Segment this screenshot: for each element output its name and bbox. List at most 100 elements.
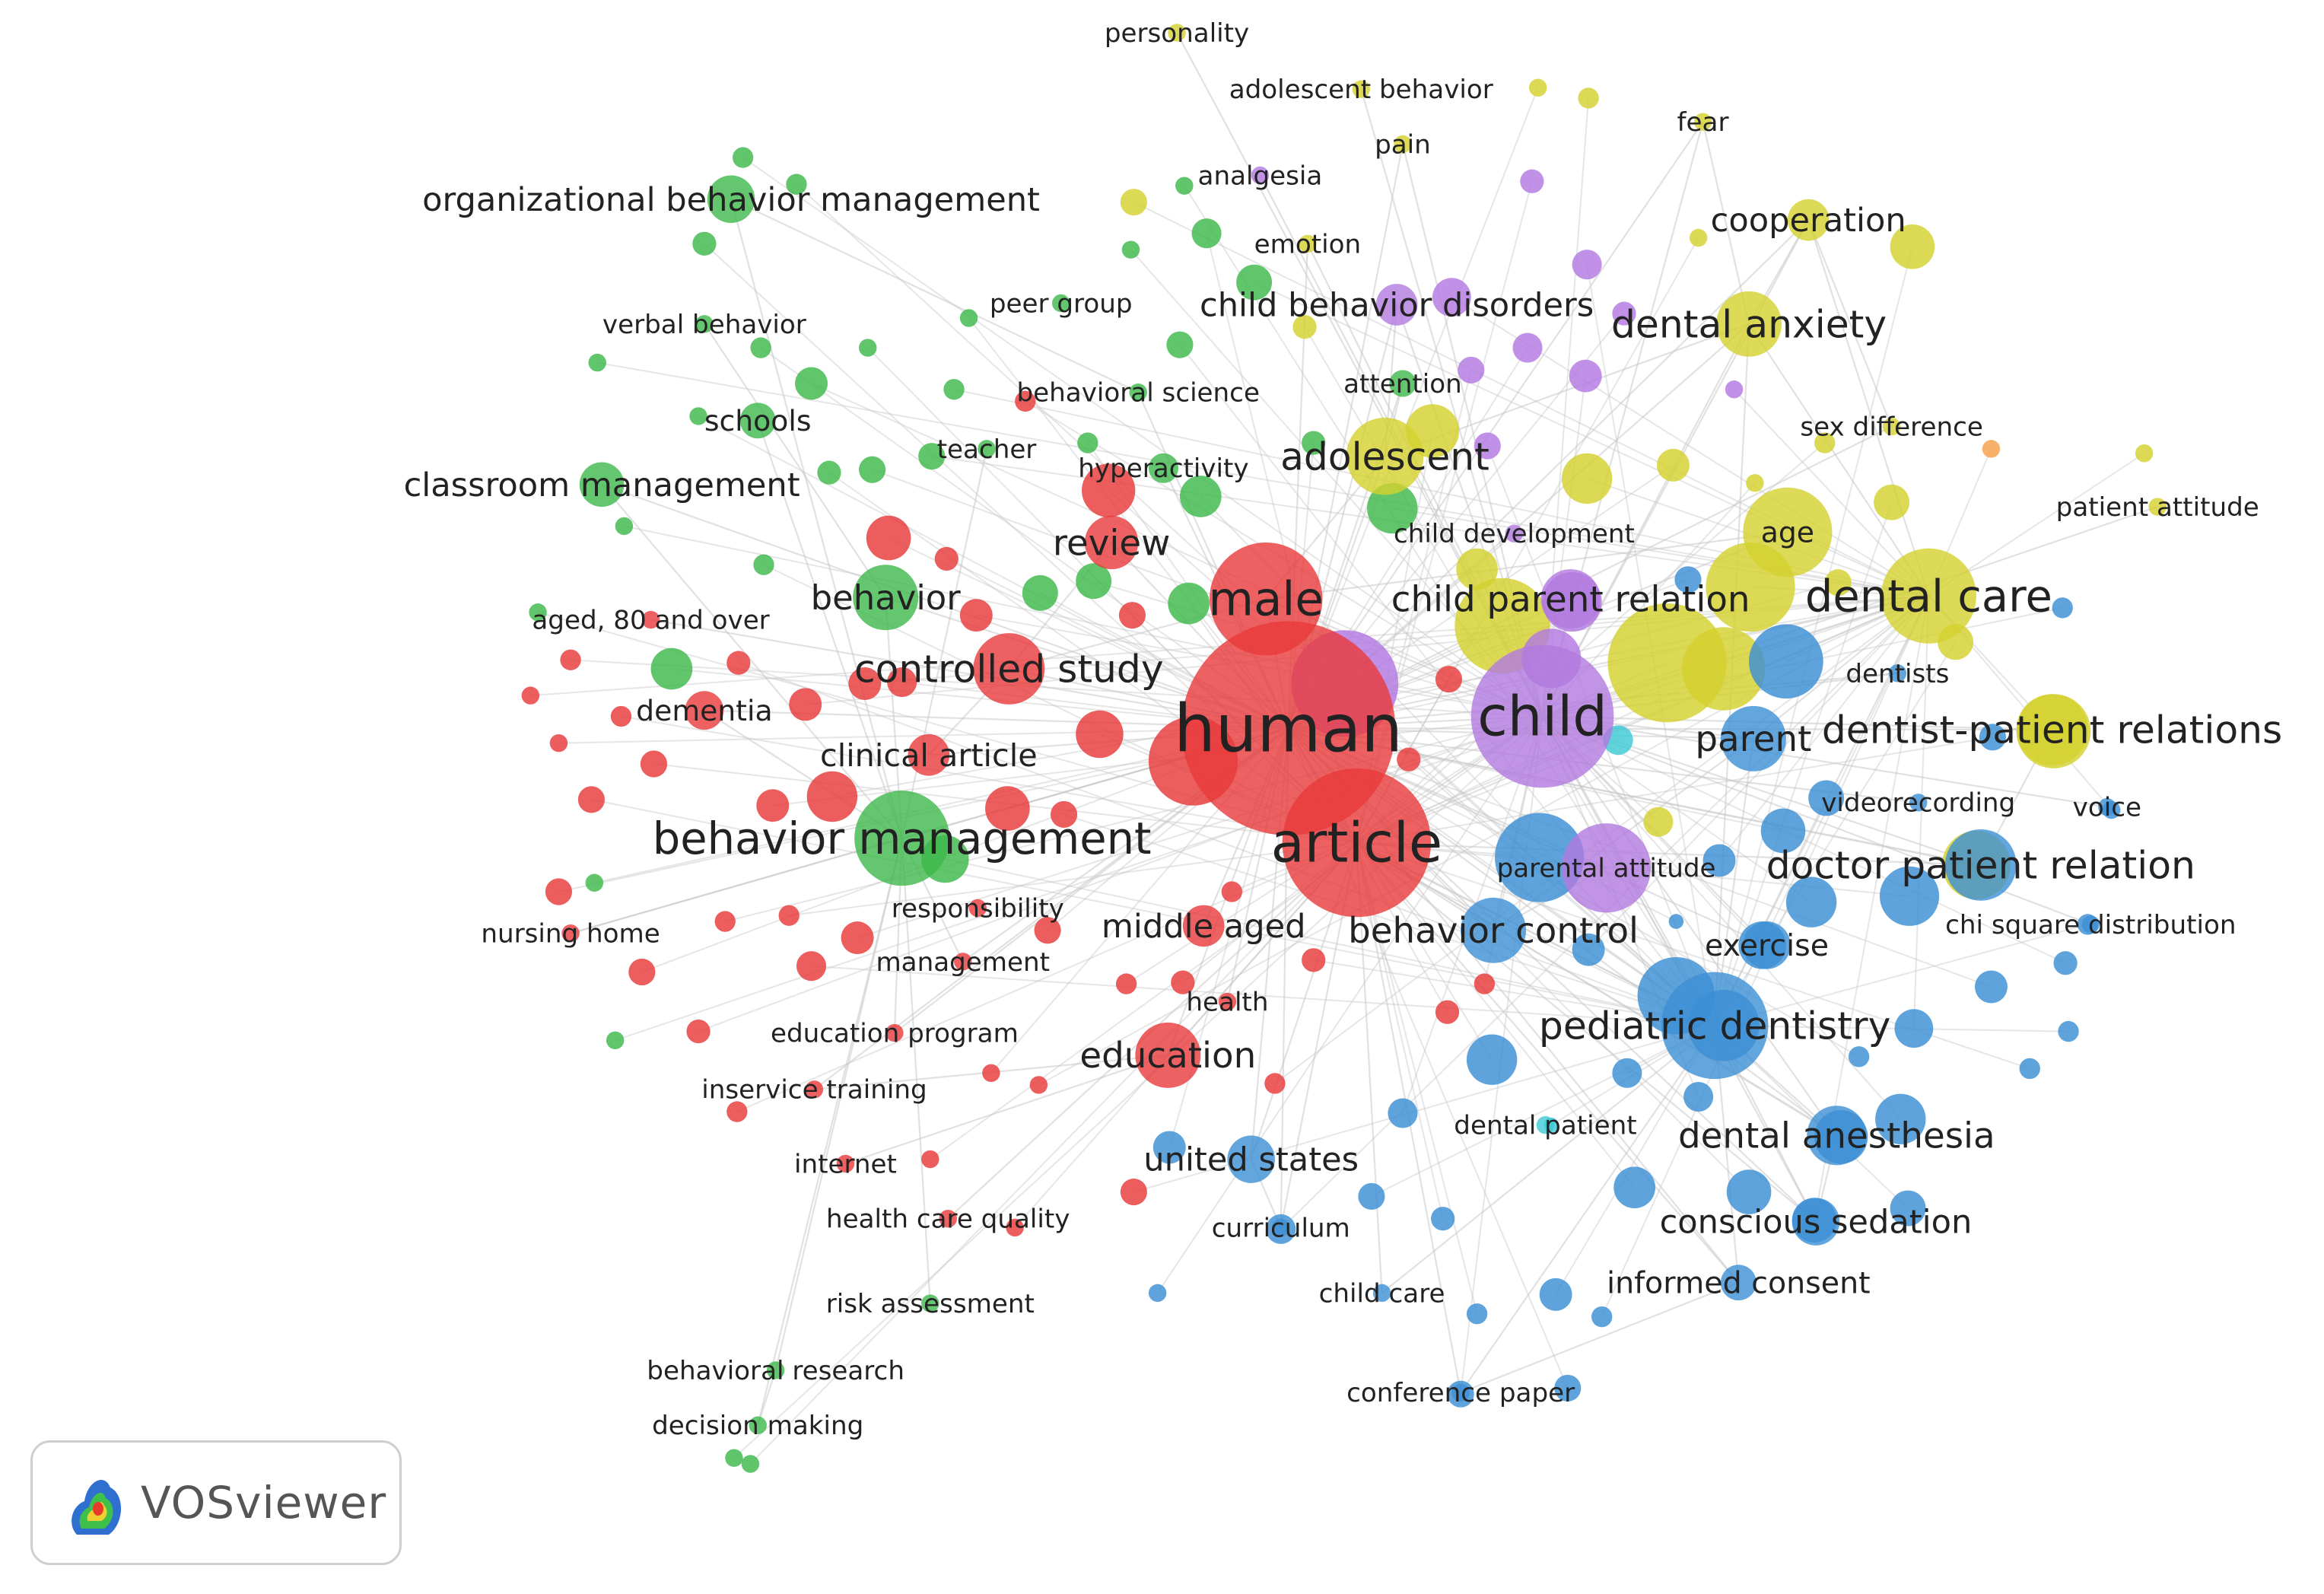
node-verbal-behavior[interactable]	[695, 315, 714, 333]
node-unlabeled-65[interactable]	[1022, 574, 1058, 611]
node-child-behavior-disorders[interactable]	[1375, 284, 1418, 326]
node-unlabeled-43[interactable]	[1051, 800, 1078, 829]
node-unlabeled-72[interactable]	[529, 603, 547, 622]
node-unlabeled-30[interactable]	[549, 733, 568, 752]
node-curriculum[interactable]	[1272, 1218, 1290, 1237]
node-education[interactable]	[1135, 1022, 1201, 1088]
node-health[interactable]	[1218, 992, 1237, 1011]
node-unlabeled-143[interactable]	[1358, 1182, 1385, 1211]
node-unlabeled-106[interactable]	[1569, 359, 1602, 393]
node-unlabeled-51[interactable]	[795, 367, 828, 400]
node-dentists[interactable]	[1888, 664, 1907, 682]
node-unlabeled-66[interactable]	[1076, 563, 1112, 600]
node-unlabeled-50[interactable]	[689, 407, 707, 425]
node-unlabeled-7[interactable]	[640, 750, 668, 778]
node-unlabeled-159[interactable]	[1982, 440, 2001, 458]
node-clinical-article[interactable]	[908, 733, 950, 776]
node-unlabeled-5[interactable]	[985, 786, 1030, 831]
node-schools[interactable]	[739, 402, 776, 439]
node-unlabeled-21[interactable]	[1474, 973, 1496, 994]
node-unlabeled-115[interactable]	[1674, 566, 1702, 593]
node-aged-80-and-over[interactable]	[641, 610, 660, 629]
node-unlabeled-99[interactable]	[2135, 444, 2154, 463]
node-unlabeled-67[interactable]	[1168, 582, 1210, 625]
node-unlabeled-69[interactable]	[1367, 482, 1418, 534]
node-unlabeled-55[interactable]	[959, 309, 978, 327]
node-unlabeled-127[interactable]	[2019, 1058, 2040, 1080]
node-dental-patient[interactable]	[1536, 1115, 1555, 1134]
node-unlabeled-142[interactable]	[1431, 1207, 1455, 1231]
node-unlabeled-104[interactable]	[1432, 278, 1471, 317]
node-unlabeled-108[interactable]	[1474, 432, 1501, 460]
node-unlabeled-83[interactable]	[1890, 224, 1935, 269]
node-peer-group[interactable]	[1051, 294, 1070, 313]
node-unlabeled-141[interactable]	[1388, 1098, 1418, 1128]
node-unlabeled-136[interactable]	[1683, 1082, 1714, 1112]
node-unlabeled-14[interactable]	[841, 921, 874, 955]
node-unlabeled-81[interactable]	[1578, 87, 1599, 109]
node-unlabeled-34[interactable]	[789, 688, 822, 721]
node-unlabeled-37[interactable]	[1118, 602, 1146, 629]
node-organizational-behavior-management[interactable]	[707, 175, 755, 223]
node-unlabeled-26[interactable]	[921, 1150, 939, 1169]
node-unlabeled-31[interactable]	[560, 649, 581, 670]
node-unlabeled-88[interactable]	[1874, 484, 1910, 520]
node-unlabeled-10[interactable]	[628, 958, 656, 986]
node-unlabeled-98[interactable]	[1292, 315, 1317, 339]
node-unlabeled-87[interactable]	[1814, 432, 1836, 453]
node-unlabeled-54[interactable]	[943, 379, 965, 400]
node-child-development[interactable]	[1505, 524, 1524, 542]
node-unlabeled-36[interactable]	[1015, 390, 1036, 412]
node-unlabeled-122[interactable]	[1879, 866, 1940, 926]
node-videorecording[interactable]	[1909, 794, 1928, 812]
node-unlabeled-86[interactable]	[1746, 474, 1764, 492]
node-unlabeled-117[interactable]	[1495, 813, 1585, 902]
node-unlabeled-1[interactable]	[959, 599, 993, 632]
node-pediatric-dentistry[interactable]	[1661, 972, 1769, 1080]
node-conference-paper[interactable]	[1451, 1383, 1470, 1402]
node-unlabeled-130[interactable]	[1848, 1046, 1870, 1067]
node-adolescent[interactable]	[1346, 417, 1424, 495]
node-decision-making[interactable]	[749, 1416, 767, 1434]
node-unlabeled-103[interactable]	[1572, 250, 1602, 280]
node-unlabeled-22[interactable]	[1435, 666, 1463, 693]
node-unlabeled-76[interactable]	[725, 1449, 743, 1467]
node-unlabeled-15[interactable]	[1034, 917, 1061, 944]
node-informed-consent[interactable]	[1720, 1265, 1757, 1301]
node-unlabeled-56[interactable]	[1121, 240, 1140, 259]
node-unlabeled-49[interactable]	[588, 353, 606, 372]
node-health-care-quality[interactable]	[939, 1210, 957, 1228]
node-behavioral-research[interactable]	[766, 1361, 785, 1379]
node-unlabeled-101[interactable]	[1456, 548, 1498, 590]
node-parent[interactable]	[1720, 705, 1786, 772]
node-unlabeled-8[interactable]	[577, 786, 606, 813]
node-behavior-control[interactable]	[1461, 897, 1527, 963]
node-dementia[interactable]	[685, 691, 724, 730]
node-unlabeled-140[interactable]	[1466, 1034, 1518, 1085]
node-unlabeled-133[interactable]	[1890, 1190, 1926, 1227]
node-unlabeled-57[interactable]	[1191, 218, 1222, 249]
node-unlabeled-23[interactable]	[1397, 747, 1421, 772]
node-dental-anxiety[interactable]	[1716, 291, 1782, 357]
node-risk-assessment[interactable]	[921, 1294, 939, 1312]
node-unlabeled-110[interactable]	[1612, 301, 1636, 326]
vosviewer-logo[interactable]: VOSviewer	[30, 1440, 402, 1565]
node-unlabeled-33[interactable]	[726, 651, 751, 675]
node-sex-difference[interactable]	[1882, 417, 1901, 436]
node-article[interactable]	[1282, 768, 1432, 918]
node-pain[interactable]	[1394, 135, 1412, 154]
node-unlabeled-149[interactable]	[1591, 1306, 1613, 1328]
node-unlabeled-16[interactable]	[1115, 973, 1137, 994]
node-unlabeled-138[interactable]	[1612, 1058, 1642, 1088]
node-unlabeled-92[interactable]	[1682, 627, 1766, 711]
node-unlabeled-137[interactable]	[1613, 1166, 1656, 1209]
node-unlabeled-70[interactable]	[1302, 431, 1326, 455]
node-analgesia[interactable]	[1251, 166, 1270, 185]
node-unlabeled-62[interactable]	[817, 460, 841, 485]
node-unlabeled-25[interactable]	[982, 1064, 1000, 1083]
node-unlabeled-59[interactable]	[1236, 264, 1273, 301]
node-unlabeled-0[interactable]	[866, 515, 911, 561]
node-unlabeled-155[interactable]	[1668, 914, 1684, 929]
node-unlabeled-80[interactable]	[1528, 78, 1547, 97]
